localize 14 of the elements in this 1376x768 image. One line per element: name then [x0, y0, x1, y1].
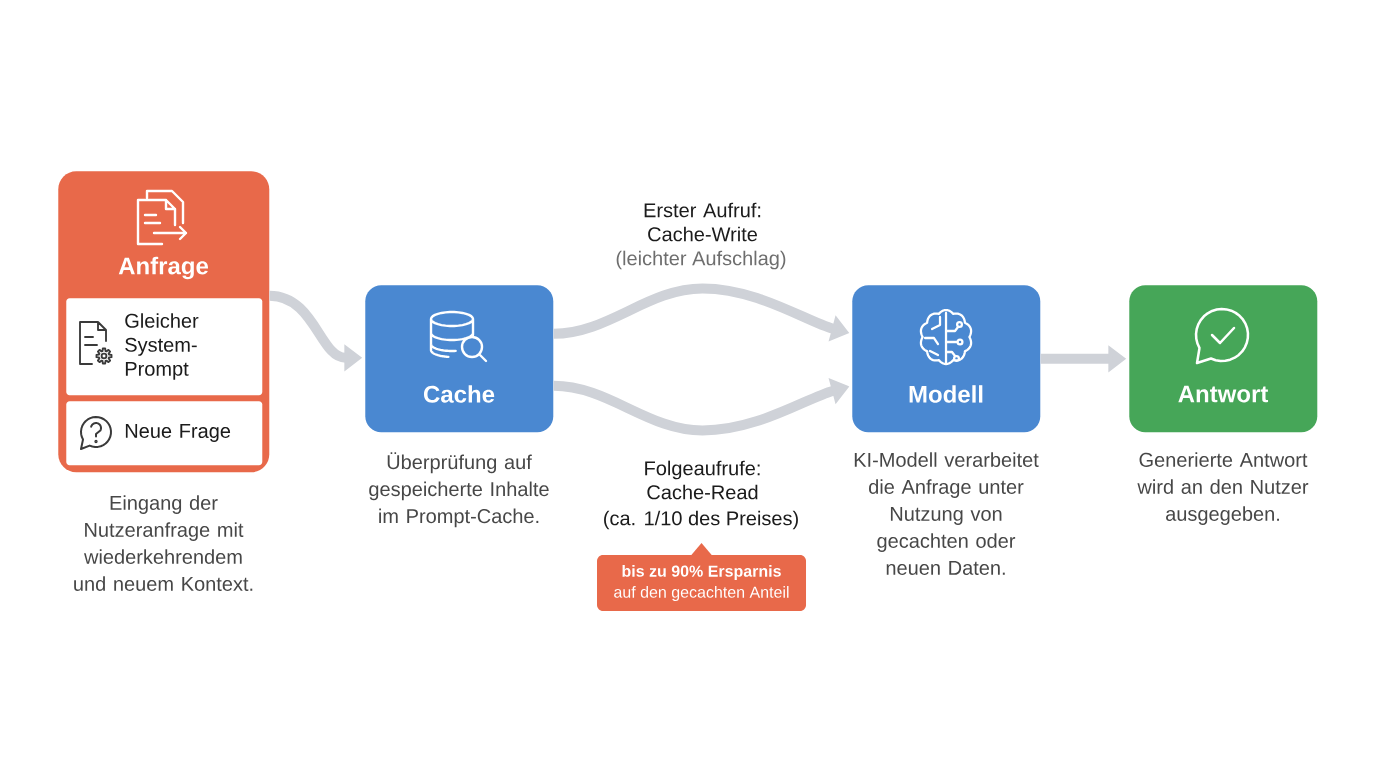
- description-text: Eingang der Nutzeranfrage mit wiederkehrendem und neuem Kontext.: [74, 495, 253, 591]
- edge-label: Folgeaufrufe: Cache-Read: [645, 460, 760, 500]
- process-tile: Cache: [365, 285, 554, 433]
- process-tile: Modell: [852, 285, 1041, 433]
- description-text: KI-Modell verarbeitet die Anfrage unter Nutzung von gecachten oder neuen Daten.: [854, 452, 1039, 575]
- edge-label: Erster Aufruf: Cache-Write: [644, 202, 761, 242]
- item-row: Gleicher System-Prompt: [66, 298, 263, 396]
- process-tile: Antwort: [1129, 285, 1318, 433]
- description-text: Überprüfung auf gespeicherte Inhalte im Prompt-Cache.: [369, 452, 549, 528]
- item-row: Neue Frage: [66, 401, 263, 466]
- note-text: (ca. 1/10 des Preises): [604, 510, 798, 530]
- description-text: Generierte Antwort wird an den Nutzer ausgegeben.: [1137, 452, 1309, 525]
- note-text: (leichter Aufschlag): [616, 250, 786, 270]
- callout-bubble: bis zu 90% Ersparnis auf den gecachten Anteil: [597, 543, 806, 611]
